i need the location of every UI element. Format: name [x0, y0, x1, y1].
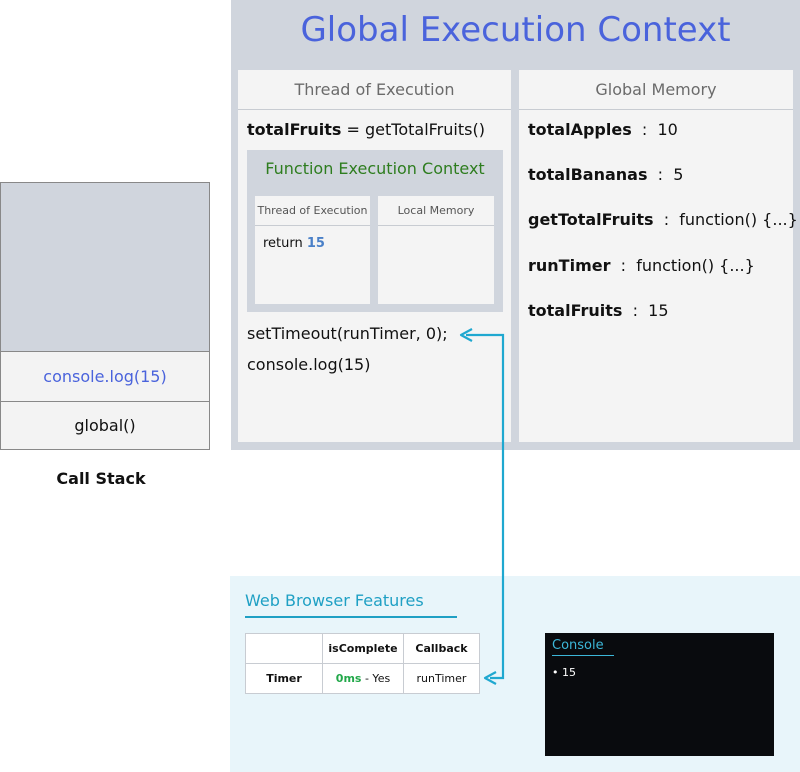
console-title: Console [552, 638, 604, 653]
memory-row: runTimer : function() {...} [528, 256, 755, 275]
return-statement: return 15 [263, 236, 325, 251]
table-header-cell: Callback [403, 633, 480, 664]
web-browser-features-title: Web Browser Features [245, 591, 424, 610]
table-header-cell [245, 633, 323, 664]
global-memory-panel: Global Memory totalApples : 10 totalBana… [519, 70, 798, 442]
console-panel: Console • 15 [545, 633, 774, 756]
global-memory-header: Global Memory [519, 70, 793, 110]
code-line-console-log: console.log(15) [247, 355, 371, 374]
web-browser-features: Web Browser Features isComplete Callback… [230, 576, 800, 772]
stack-frame-global: global() [1, 401, 209, 449]
fec-local-header: Local Memory [378, 196, 494, 226]
stack-frame-console-log: console.log(15) [1, 351, 209, 401]
table-header-row: isComplete Callback [245, 633, 480, 664]
memory-row: totalApples : 10 [528, 120, 678, 139]
title-underline [245, 616, 457, 618]
call-stack-label: Call Stack [56, 469, 146, 488]
function-execution-context: Function Execution Context Thread of Exe… [247, 150, 503, 312]
memory-row: getTotalFruits : function() {...} [528, 210, 798, 229]
console-title-underline [552, 655, 614, 656]
fec-thread-panel: Thread of Execution return 15 [255, 196, 370, 304]
memory-row: totalBananas : 5 [528, 165, 684, 184]
gec-title: Global Execution Context [300, 10, 731, 50]
timer-table: isComplete Callback Timer 0ms - Yes runT… [245, 633, 480, 694]
is-complete-cell: 0ms - Yes [322, 663, 404, 694]
timer-label-cell: Timer [245, 663, 323, 694]
callback-cell: runTimer [403, 663, 480, 694]
call-stack: console.log(15) global() [0, 182, 210, 450]
console-output-line: • 15 [552, 666, 576, 679]
fec-thread-header: Thread of Execution [255, 196, 370, 226]
table-header-cell: isComplete [322, 633, 404, 664]
fec-title: Function Execution Context [265, 159, 485, 178]
code-line-total-fruits: totalFruits = getTotalFruits() [247, 120, 485, 139]
table-row: Timer 0ms - Yes runTimer [245, 663, 480, 694]
code-line-settimeout: setTimeout(runTimer, 0); [247, 324, 448, 343]
fec-local-memory-panel: Local Memory [378, 196, 494, 304]
thread-header: Thread of Execution [238, 70, 511, 110]
memory-row: totalFruits : 15 [528, 301, 669, 320]
thread-of-execution-panel: Thread of Execution totalFruits = getTot… [238, 70, 511, 442]
global-execution-context: Global Execution Context Thread of Execu… [231, 0, 800, 450]
